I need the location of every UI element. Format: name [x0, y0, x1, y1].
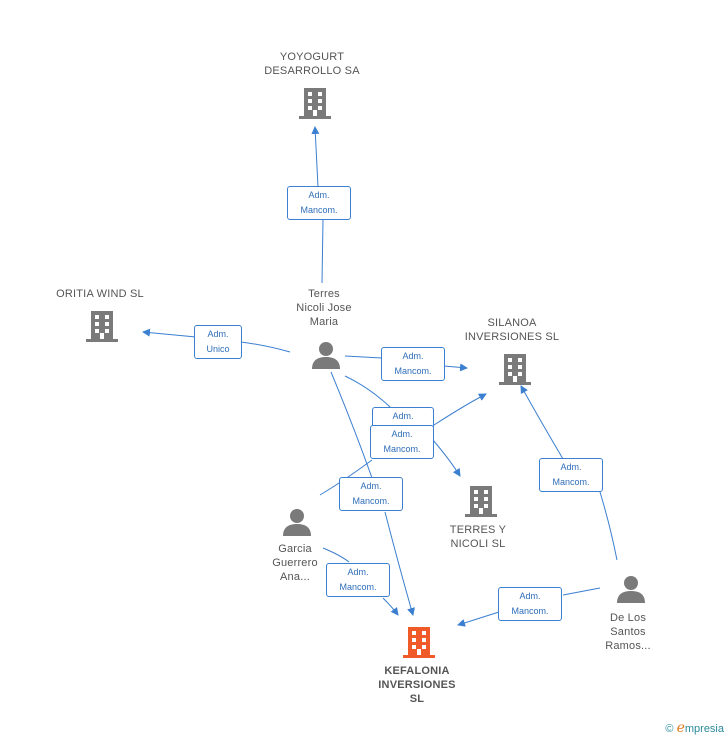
edge-terres-terresnicoli — [344, 375, 460, 476]
edge-garcia-kefalonia — [322, 547, 398, 615]
edge-delos-silanoa — [521, 386, 618, 561]
relation-label-kefalonia-garcia[interactable]: Adm. Mancom. — [326, 563, 390, 597]
relation-label-silanoa-terres[interactable]: Adm. Mancom. — [381, 347, 445, 381]
building-icon[interactable] — [403, 625, 435, 659]
edge-terres-silanoa — [344, 355, 467, 368]
building-icon[interactable] — [465, 484, 497, 518]
node-label-delos[interactable]: De Los Santos Ramos... — [605, 612, 651, 652]
building-icon[interactable] — [499, 352, 531, 386]
node-label-oritia[interactable]: ORITIA WIND SL — [56, 288, 144, 300]
building-icon[interactable] — [86, 309, 118, 343]
node-label-kefalonia[interactable]: KEFALONIA INVERSIONES SL — [378, 665, 456, 705]
person-icon[interactable] — [311, 340, 341, 370]
relation-label-silanoa-delos[interactable]: Adm. Mancom. — [539, 458, 603, 492]
node-label-terres-sl[interactable]: TERRES Y NICOLI SL — [449, 524, 507, 550]
relation-label-oritia[interactable]: Adm. Unico — [194, 325, 242, 359]
copyright-symbol: © — [665, 723, 674, 735]
relation-label-silanoa-garcia[interactable]: Adm. Mancom. — [370, 425, 434, 459]
footer-brand[interactable]: © empresia — [665, 720, 724, 736]
person-icon[interactable] — [282, 507, 312, 537]
brand-initial: e — [676, 720, 685, 736]
relation-label-yoyogurt[interactable]: Adm. Mancom. — [287, 186, 351, 220]
edge-terres-oritia — [143, 332, 291, 353]
node-label-terres-person[interactable]: Terres Nicoli Jose Maria — [296, 288, 352, 328]
relation-label-kefalonia-terres[interactable]: Adm. Mancom. — [339, 477, 403, 511]
person-icon[interactable] — [616, 574, 646, 604]
edge-delos-kefalonia — [458, 587, 601, 625]
brand-name: mpresia — [684, 723, 724, 735]
edge-terres-yoyogurt — [315, 127, 324, 284]
node-label-garcia[interactable]: Garcia Guerrero Ana... — [272, 543, 318, 583]
edge-terres-kefalonia — [330, 371, 413, 615]
node-label-yoyogurt[interactable]: YOYOGURT DESARROLLO SA — [264, 51, 360, 77]
relation-label-kefalonia-delos[interactable]: Adm. Mancom. — [498, 587, 562, 621]
edges — [143, 127, 618, 625]
node-label-silanoa[interactable]: SILANOA INVERSIONES SL — [464, 317, 560, 343]
building-icon[interactable] — [299, 86, 331, 120]
